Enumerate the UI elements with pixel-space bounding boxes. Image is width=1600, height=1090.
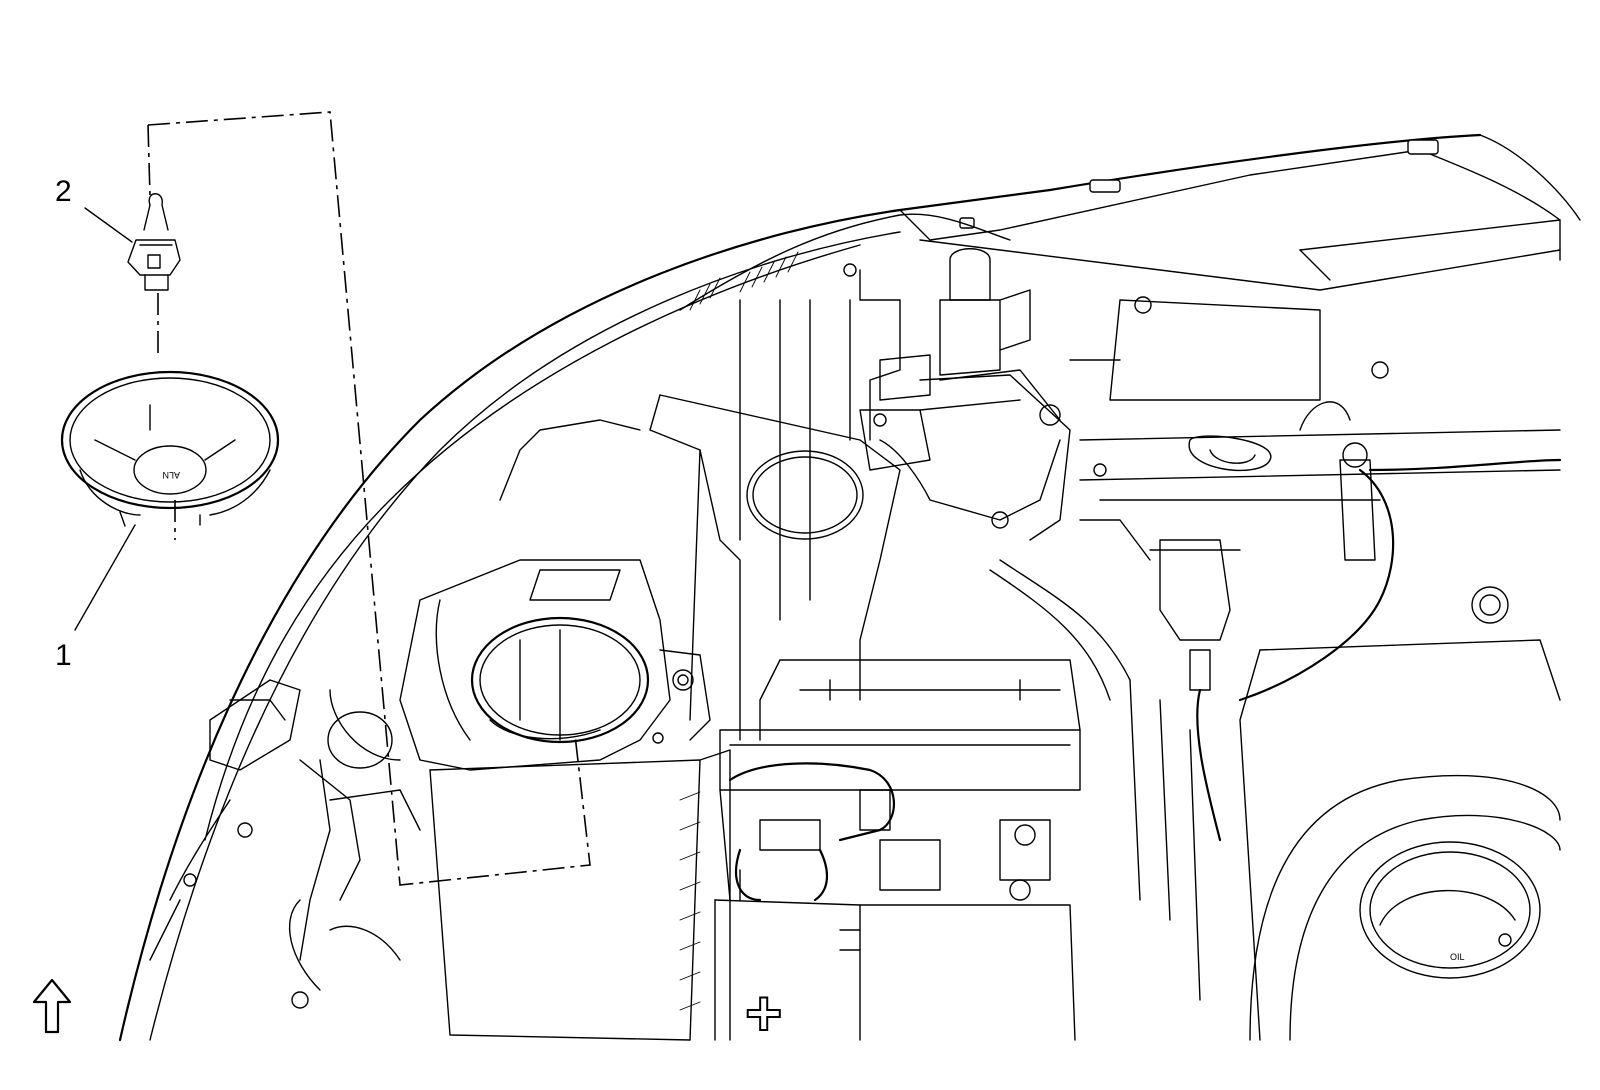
hood-fender-outline — [118, 133, 1581, 1042]
wiring-harness — [989, 519, 1201, 1001]
fender-lip — [149, 799, 231, 961]
cowl-vents — [689, 139, 1439, 311]
air-cleaner-housing — [1239, 639, 1561, 1041]
oil-cap-marking: OIL — [1450, 952, 1465, 962]
headlamp-lens — [209, 679, 421, 1009]
headlamp-bulb-assembly — [127, 193, 181, 291]
headlamp-dust-cap: ALN — [60, 370, 280, 527]
callout-2: 2 — [55, 175, 72, 208]
headlamp-lower-opening — [435, 599, 650, 744]
center-bracket — [843, 248, 1152, 541]
callout-1: 1 — [55, 639, 72, 672]
headlamp-upper-opening — [746, 450, 864, 540]
fuse-block — [879, 819, 1051, 901]
dust-cap-marking: ALN — [162, 470, 180, 480]
forward-arrow-icon — [32, 978, 72, 1034]
hood-wire — [679, 213, 1011, 311]
battery-cable — [728, 762, 895, 902]
callout-leaders — [74, 207, 136, 631]
oil-filler-cap: OIL — [1359, 841, 1541, 979]
coolant-hose — [1238, 442, 1562, 702]
headlamp-body — [399, 559, 711, 771]
radiator-support — [499, 269, 1061, 741]
battery-tray — [719, 659, 1081, 901]
sensor-connector — [1149, 539, 1241, 842]
battery: + — [714, 869, 1076, 1050]
exploded-view-leaders — [147, 111, 591, 886]
engine-top-panel — [1069, 299, 1561, 501]
battery-positive-terminal: + — [745, 977, 782, 1049]
air-intake-duct — [429, 749, 731, 1041]
